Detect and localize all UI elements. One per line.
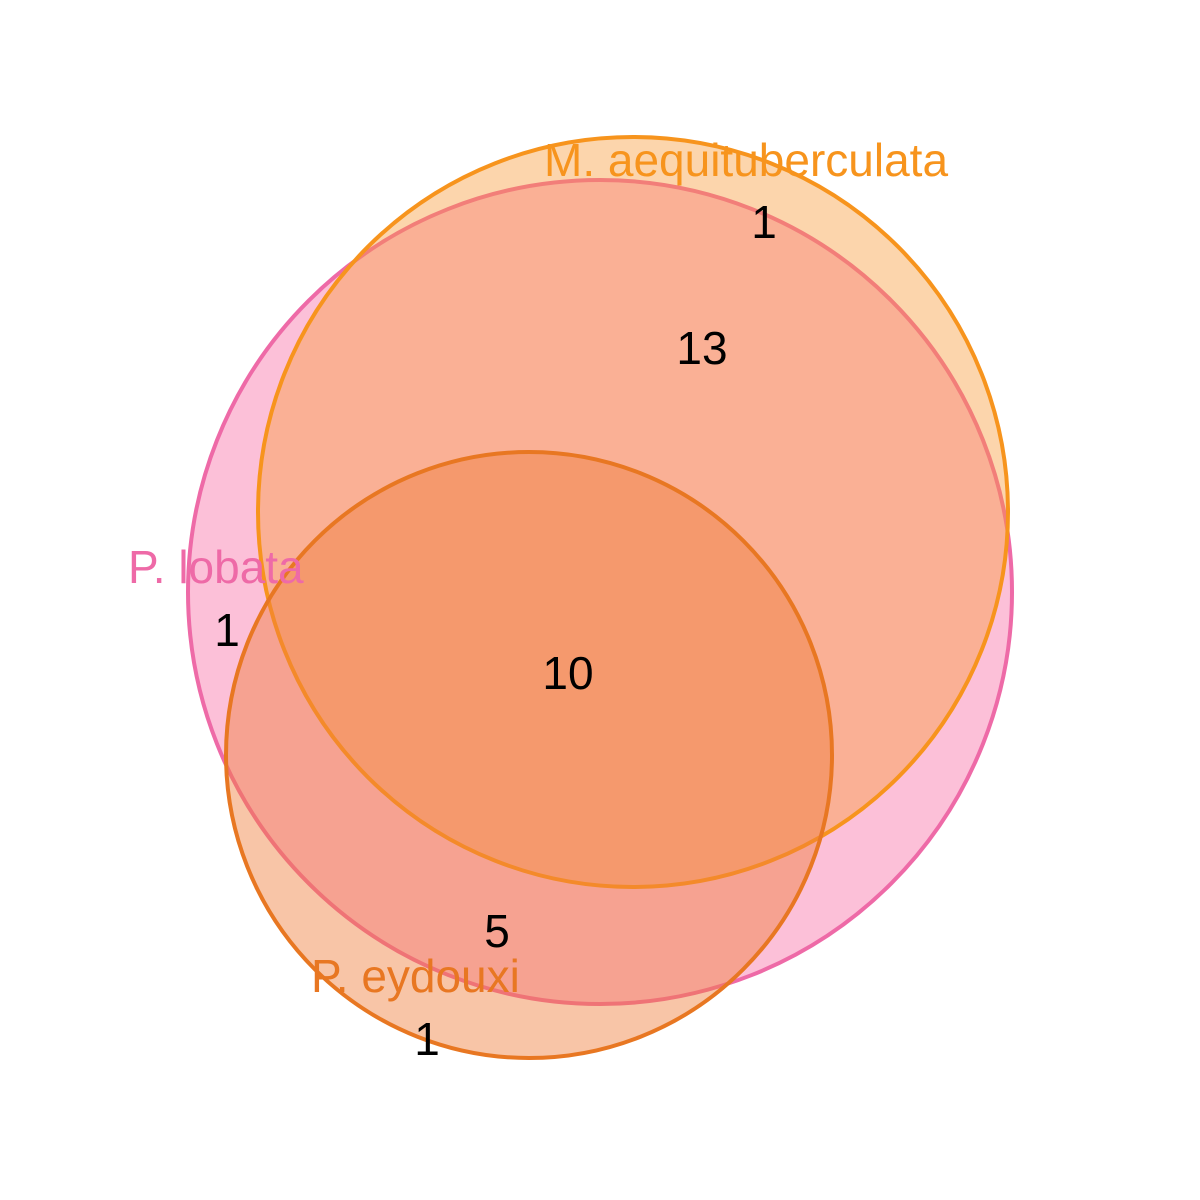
count-lobata-only: 1 bbox=[214, 604, 240, 656]
set-label-m-aequituberculata: M. aequituberculata bbox=[544, 134, 948, 186]
circle-p-lobata bbox=[186, 178, 1014, 1006]
count-eydouxi-only: 1 bbox=[414, 1013, 440, 1065]
circle-p-eydouxi bbox=[224, 450, 834, 1060]
count-aequi-only: 1 bbox=[751, 196, 777, 248]
count-all-three: 10 bbox=[542, 647, 593, 699]
count-lobata-eydouxi: 5 bbox=[484, 905, 510, 957]
set-label-p-eydouxi: P. eydouxi bbox=[311, 950, 520, 1002]
circle-m-aequituberculata bbox=[256, 135, 1010, 889]
count-lobata-aequi: 13 bbox=[676, 322, 727, 374]
set-label-p-lobata: P. lobata bbox=[128, 541, 304, 593]
